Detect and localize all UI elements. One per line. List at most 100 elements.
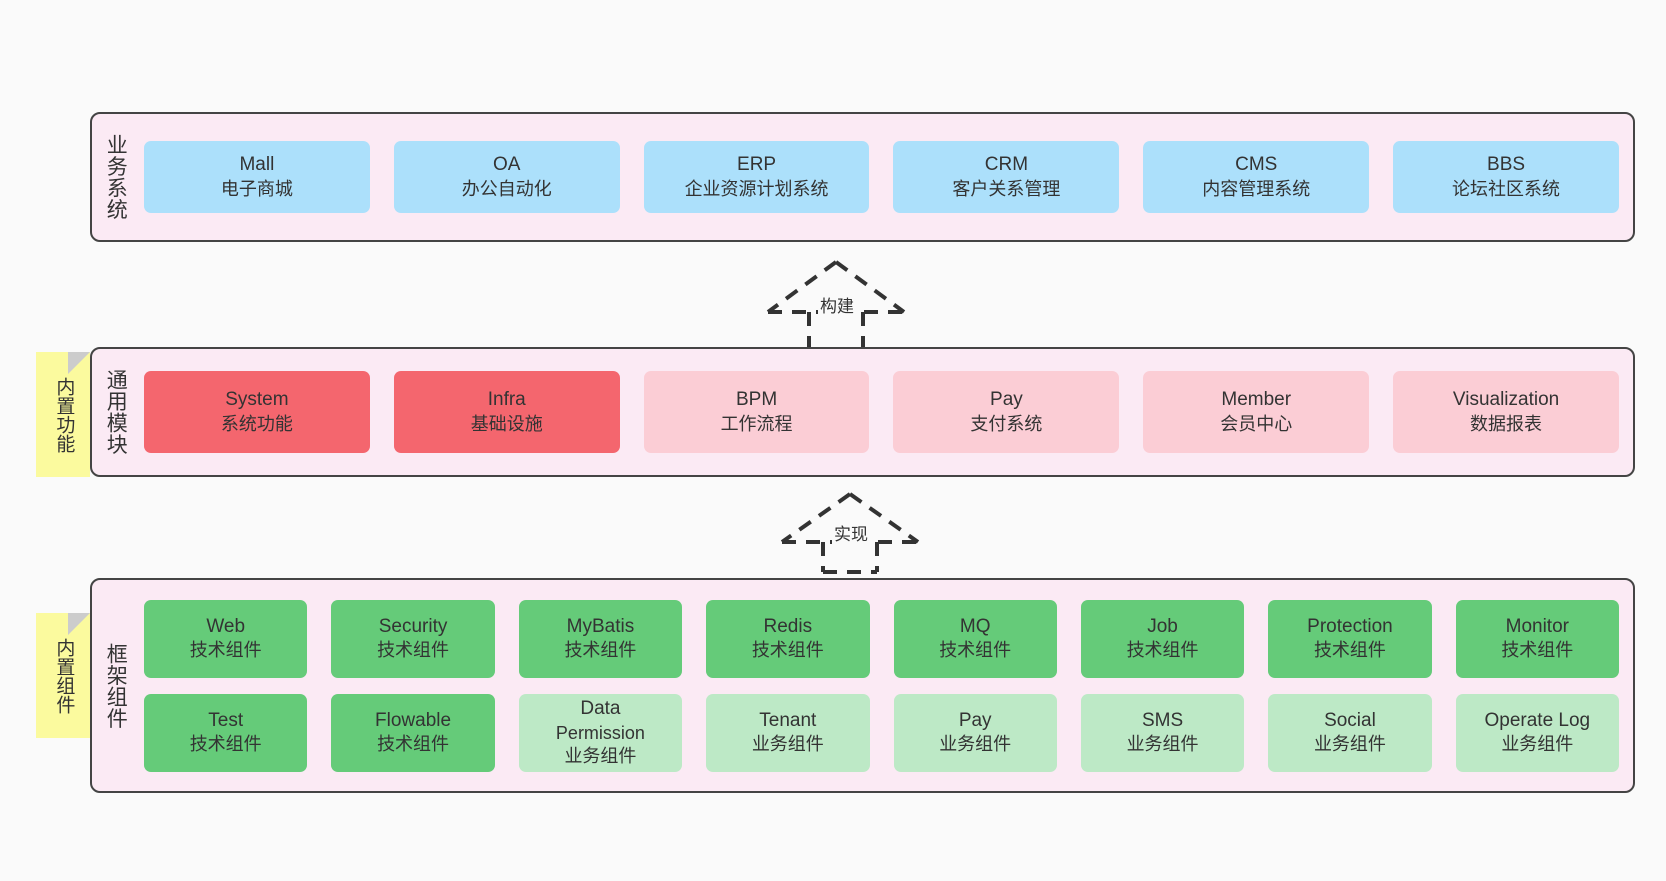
- component-name: OA: [493, 154, 521, 176]
- component-name-cont: Permission: [555, 722, 645, 743]
- component-name: Flowable: [375, 709, 452, 731]
- component-desc: 技术组件: [189, 640, 262, 661]
- layer-framework-title: 框架组件: [104, 642, 128, 729]
- component-box[interactable]: Pay 业务组件: [893, 693, 1057, 772]
- component-box[interactable]: Social 业务组件: [1268, 693, 1432, 772]
- note-builtin-features: 内置功能: [36, 352, 90, 477]
- component-name: Pay: [990, 389, 1023, 411]
- component-name: Tenant: [759, 709, 817, 731]
- component-desc: 数据报表: [1470, 413, 1543, 434]
- generalization-arrow-implement: 实现: [770, 490, 930, 574]
- component-box[interactable]: Flowable 技术组件: [331, 693, 495, 772]
- component-name: Visualization: [1452, 389, 1560, 411]
- component-name: ERP: [737, 154, 777, 176]
- component-box[interactable]: MQ 技术组件: [893, 599, 1057, 678]
- component-name: BPM: [735, 389, 778, 411]
- component-name: Operate Log: [1484, 709, 1591, 731]
- arrow-label-build: 构建: [818, 292, 856, 317]
- component-name: BBS: [1487, 154, 1526, 176]
- component-box[interactable]: Security 技术组件: [331, 599, 495, 678]
- component-name: Job: [1147, 615, 1178, 637]
- component-name: Test: [208, 709, 244, 731]
- component-desc: 技术组件: [1126, 640, 1199, 661]
- component-desc: 支付系统: [970, 413, 1043, 434]
- component-name: Mall: [239, 154, 275, 176]
- component-desc: 业务组件: [939, 734, 1012, 755]
- generalization-arrow-build: 构建: [756, 258, 916, 352]
- component-desc: 办公自动化: [461, 178, 552, 199]
- component-box[interactable]: Job 技术组件: [1080, 599, 1245, 678]
- component-desc: 企业资源计划系统: [684, 178, 829, 199]
- component-name: Monitor: [1505, 615, 1569, 637]
- component-desc: 技术组件: [1501, 640, 1574, 661]
- component-desc: 技术组件: [377, 640, 450, 661]
- component-box[interactable]: MyBatis 技术组件: [518, 599, 683, 678]
- component-box[interactable]: SMS 业务组件: [1080, 693, 1245, 772]
- component-name: Data: [580, 698, 621, 720]
- component-desc: 技术组件: [939, 640, 1012, 661]
- component-name: Member: [1221, 389, 1292, 411]
- component-desc: 业务组件: [564, 745, 637, 766]
- component-box[interactable]: Monitor 技术组件: [1455, 599, 1619, 678]
- component-box[interactable]: Operate Log 业务组件: [1455, 693, 1619, 772]
- component-name: MyBatis: [566, 615, 635, 637]
- component-name: Security: [378, 615, 448, 637]
- component-name: Protection: [1307, 615, 1393, 637]
- component-name: CMS: [1235, 154, 1278, 176]
- component-name: MQ: [959, 615, 991, 637]
- component-box[interactable]: Protection 技术组件: [1268, 599, 1432, 678]
- component-name: Infra: [487, 389, 526, 411]
- component-box[interactable]: Test 技术组件: [144, 693, 308, 772]
- component-name: SMS: [1141, 709, 1184, 731]
- component-name: Pay: [958, 709, 992, 731]
- component-desc: 会员中心: [1220, 413, 1293, 434]
- component-desc: 技术组件: [377, 734, 450, 755]
- component-desc: 内容管理系统: [1202, 178, 1311, 199]
- component-desc: 技术组件: [564, 640, 637, 661]
- component-desc: 业务组件: [751, 734, 824, 755]
- component-name: Web: [206, 615, 246, 637]
- note-builtin-components: 内置组件: [36, 613, 90, 738]
- component-box[interactable]: Tenant 业务组件: [706, 693, 870, 772]
- component-desc: 业务组件: [1313, 734, 1386, 755]
- component-desc: 技术组件: [189, 734, 262, 755]
- component-desc: 业务组件: [1501, 734, 1574, 755]
- component-desc: 论坛社区系统: [1452, 178, 1561, 199]
- component-desc: 工作流程: [720, 413, 793, 434]
- component-box[interactable]: Redis 技术组件: [706, 599, 870, 678]
- component-desc: 业务组件: [1126, 734, 1199, 755]
- layer-business-title: 业务系统: [104, 134, 128, 220]
- component-desc: 电子商城: [220, 178, 293, 199]
- component-name: Redis: [763, 615, 813, 637]
- component-desc: 技术组件: [1313, 640, 1386, 661]
- component-name: Social: [1324, 709, 1376, 731]
- component-desc: 技术组件: [751, 640, 824, 661]
- layer-module-title: 通用模块: [104, 369, 128, 455]
- component-box[interactable]: Web 技术组件: [144, 599, 308, 678]
- component-desc: 系统功能: [220, 413, 293, 434]
